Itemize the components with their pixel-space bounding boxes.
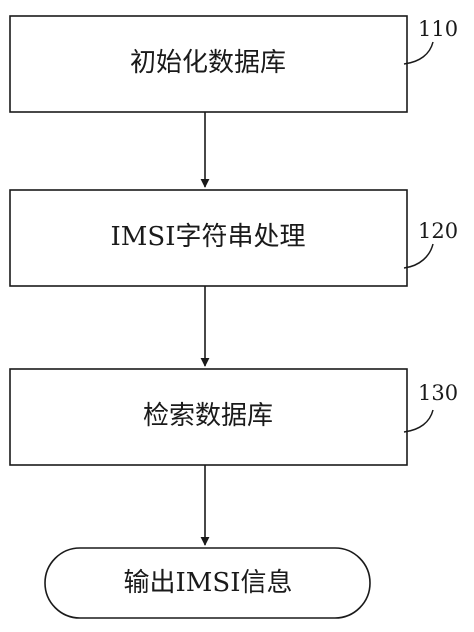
step-number-tag-120: 120 bbox=[403, 219, 458, 269]
step-number-110: 110 bbox=[418, 17, 458, 41]
terminal-label-output-imsi-info: 输出IMSI信息 bbox=[124, 568, 293, 598]
step-label-imsi-string-processing: IMSI字符串处理 bbox=[111, 222, 306, 252]
step-box-imsi-string-processing: IMSI字符串处理 bbox=[9, 189, 408, 287]
step-box-initialize-database: 初始化数据库 bbox=[9, 15, 408, 113]
terminal-output-imsi-info: 输出IMSI信息 bbox=[44, 547, 371, 619]
step-number-120: 120 bbox=[418, 219, 458, 243]
step-label-search-database: 检索数据库 bbox=[143, 401, 273, 431]
step-number-tag-130: 130 bbox=[403, 381, 458, 433]
step-number-130: 130 bbox=[418, 381, 458, 405]
step-label-initialize-database: 初始化数据库 bbox=[130, 48, 286, 78]
step-number-tag-110: 110 bbox=[403, 17, 458, 65]
step-box-search-database: 检索数据库 bbox=[9, 368, 408, 466]
